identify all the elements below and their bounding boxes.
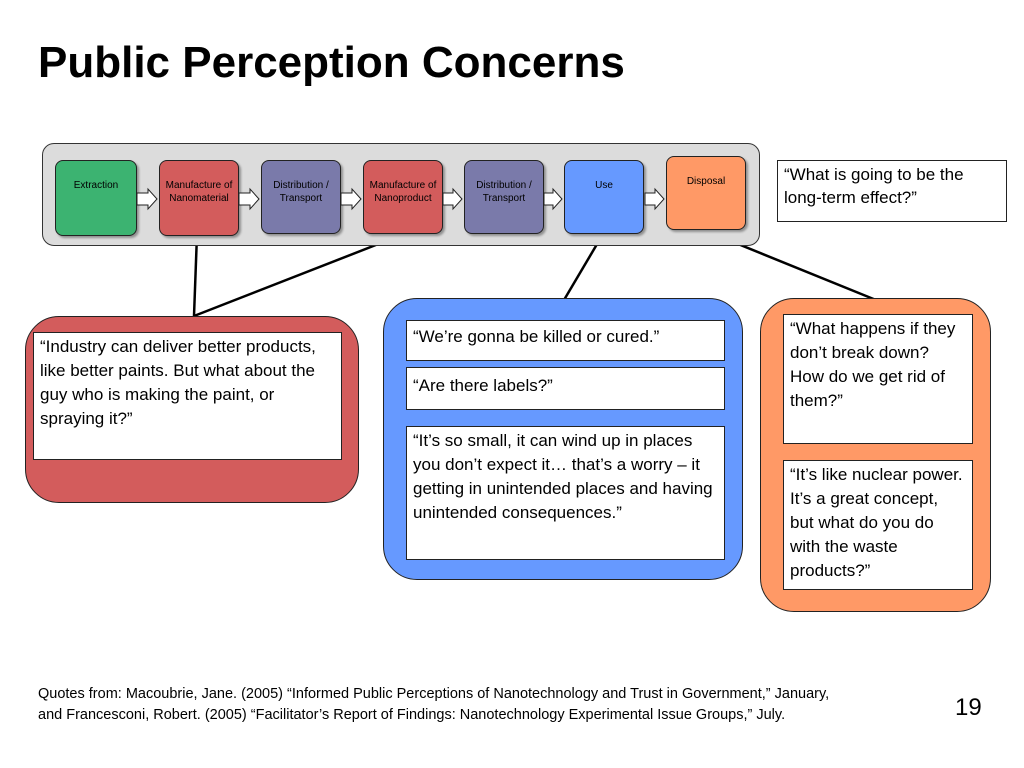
step-label: Use [595, 180, 613, 191]
step-use: Use [564, 160, 644, 234]
step-extraction: Extraction [55, 160, 137, 236]
step-label: Disposal [686, 176, 726, 187]
connector-line [193, 232, 405, 318]
step-label: Distribution / Transport [476, 180, 532, 204]
step-distribution-2: Distribution / Transport [464, 160, 544, 234]
right-arrow-icon [442, 187, 463, 211]
quote-labels: “Are there labels?” [406, 367, 725, 410]
step-disposal: Disposal [666, 156, 746, 230]
step-label: Extraction [73, 180, 119, 191]
right-arrow-icon [136, 187, 158, 211]
step-label: Manufacture of Nanomaterial [165, 180, 233, 204]
step-label: Manufacture of Nanoproduct [369, 180, 437, 204]
page-title: Public Perception Concerns [38, 38, 625, 87]
right-arrow-icon [644, 187, 665, 211]
side-quote: “What is going to be the long-term effec… [777, 160, 1007, 222]
page-number: 19 [955, 694, 982, 721]
connector-line [192, 233, 199, 317]
quote-industry: “Industry can deliver better products, l… [33, 332, 342, 460]
step-manufacture-nanoproduct: Manufacture of Nanoproduct [363, 160, 443, 234]
step-label: Distribution / Transport [273, 180, 329, 204]
citation-line: and Francesconi, Robert. (2005) “Facilit… [38, 707, 786, 723]
step-manufacture-nanomaterial: Manufacture of Nanomaterial [159, 160, 239, 236]
quote-so-small: “It’s so small, it can wind up in places… [406, 426, 725, 560]
quote-nuclear-power: “It’s like nuclear power. It’s a great c… [783, 460, 973, 590]
right-arrow-icon [543, 187, 563, 211]
quote-break-down: “What happens if they don’t break down? … [783, 314, 973, 444]
citation-footnote: Quotes from: Macoubrie, Jane. (2005) “In… [38, 684, 968, 726]
quote-killed-or-cured: “We’re gonna be killed or cured.” [406, 320, 725, 361]
right-arrow-icon [238, 187, 260, 211]
citation-line: Quotes from: Macoubrie, Jane. (2005) “In… [38, 686, 830, 702]
right-arrow-icon [340, 187, 362, 211]
